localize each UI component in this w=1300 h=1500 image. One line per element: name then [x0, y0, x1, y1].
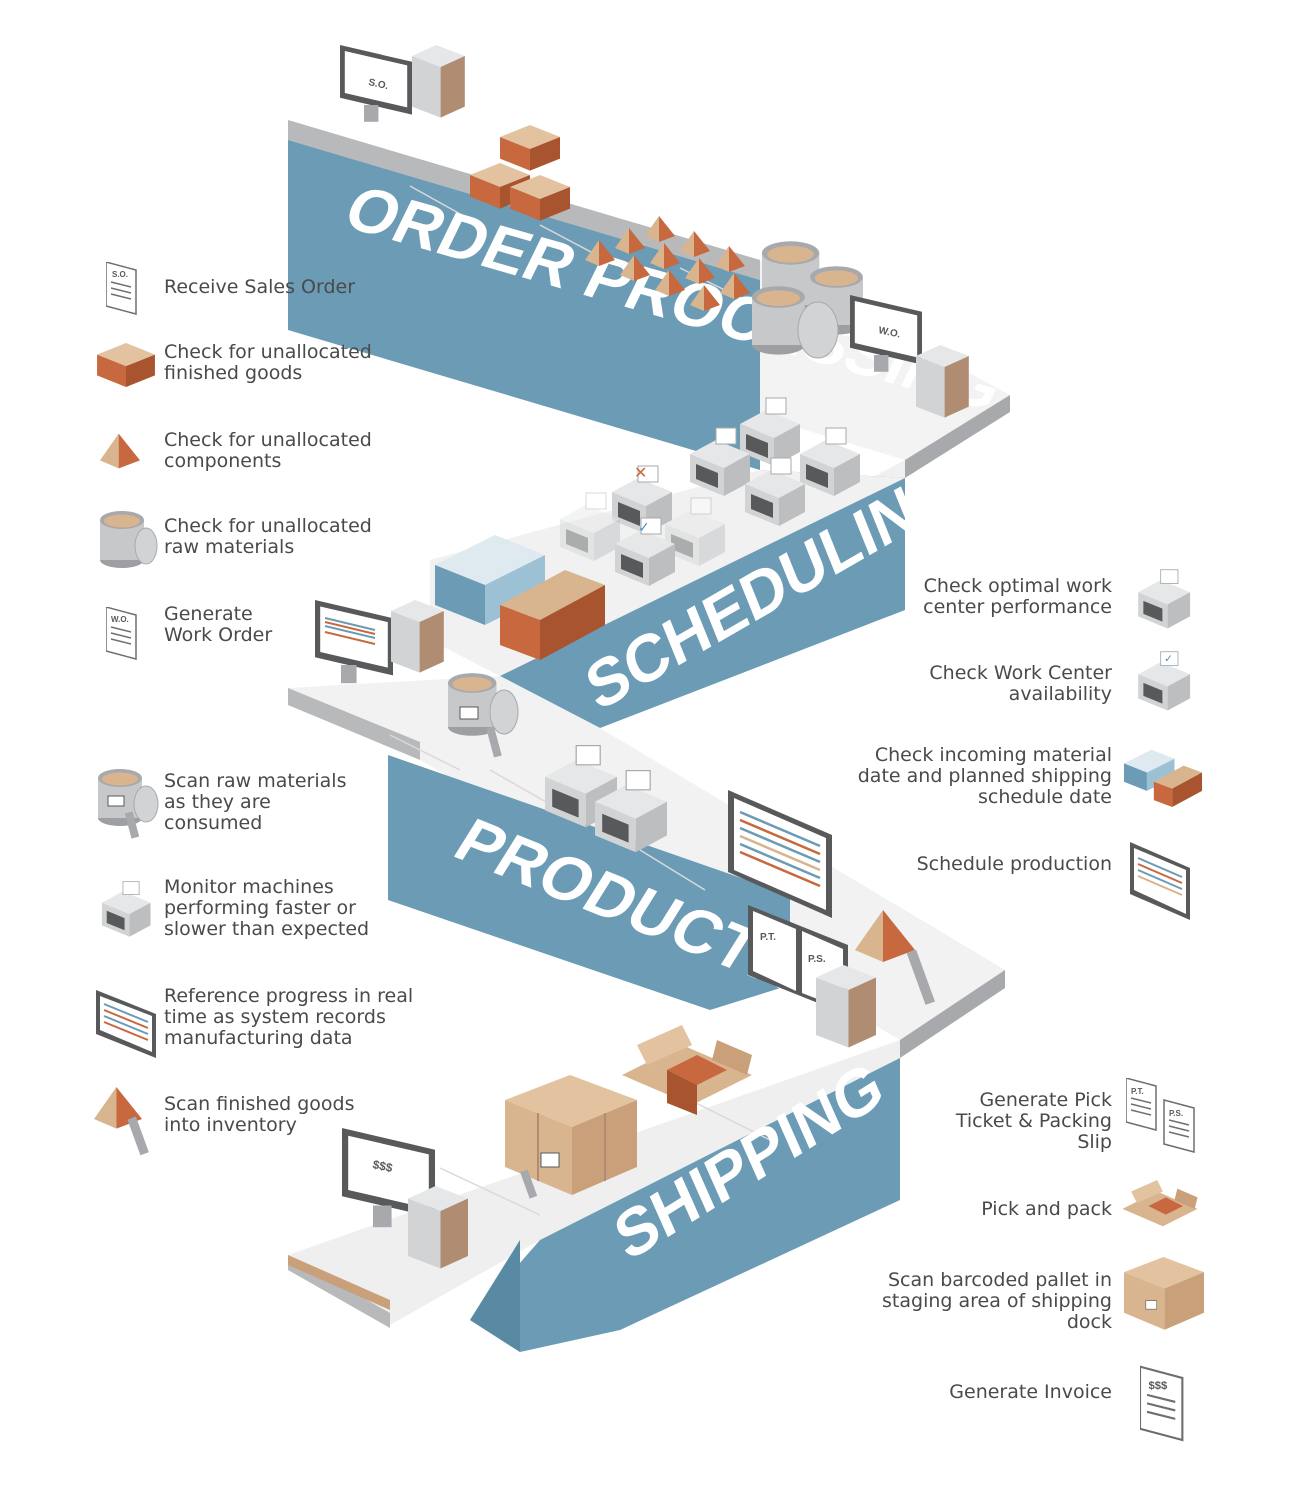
svg-text:P.T.: P.T.	[760, 932, 776, 943]
legend-label-receive-sales-order: Receive Sales Order	[164, 276, 356, 298]
svg-text:W.O.: W.O.	[877, 325, 901, 340]
svg-text:W.O.: W.O.	[111, 615, 129, 624]
svg-text:✓: ✓	[638, 519, 650, 535]
barcode-scan-drum-icon	[98, 769, 159, 839]
pick-and-pack-box	[622, 1025, 752, 1115]
shipping-arrow-head	[470, 1240, 520, 1352]
svg-text:P.T.: P.T.	[1131, 1087, 1144, 1096]
raw-material-drum-icon	[100, 511, 158, 568]
barcoded-pallet	[505, 1075, 637, 1199]
legend-label-pick-and-pack: Pick and pack	[981, 1198, 1112, 1220]
scheduling-machines: ✕ ✓	[559, 397, 861, 587]
pyramid-component-icon	[100, 433, 140, 469]
pick-ticket-packing-slip-icon: P.T. P.S.	[1126, 1078, 1195, 1153]
scheduling-band	[500, 470, 905, 728]
scan-finished-goods	[855, 910, 935, 1005]
cardboard-box-icon	[97, 343, 155, 387]
svg-text:S.O.: S.O.	[112, 270, 128, 279]
invoice-document-icon: $$$	[1140, 1365, 1184, 1442]
machine-rabbit-icon	[101, 881, 151, 938]
pallet-icon	[1124, 1257, 1204, 1330]
progress-monitor-icon	[96, 990, 156, 1058]
sales-order-computer: S.O.	[340, 45, 465, 122]
sales-order-document-icon: S.O.	[106, 262, 137, 315]
svg-text:S.O.: S.O.	[367, 77, 389, 92]
svg-text:$$$: $$$	[371, 1157, 394, 1175]
machine-thumbs-up-icon	[1137, 569, 1191, 629]
raw-material-drums	[752, 241, 863, 359]
order-processing-band	[288, 140, 760, 470]
machine-checkmark-icon: ✓	[1137, 651, 1191, 711]
svg-text:$$$: $$$	[1148, 1380, 1168, 1392]
shipping-band	[470, 1058, 900, 1352]
scan-drum	[448, 673, 519, 758]
pick-ticket-computer: P.T. P.S.	[748, 905, 876, 1048]
truck-icon	[1123, 749, 1203, 807]
svg-text:P.S.: P.S.	[808, 954, 826, 965]
work-order-document-icon: W.O.	[106, 607, 137, 660]
legend-label-generate-invoice: Generate Invoice	[949, 1381, 1112, 1403]
legend-label-schedule-production: Schedule production	[916, 853, 1112, 875]
progress-monitor	[728, 790, 832, 918]
svg-text:✓: ✓	[1164, 654, 1173, 665]
invoice-computer: $$$	[342, 1128, 468, 1269]
open-box-icon	[1122, 1180, 1198, 1227]
svg-text:P.S.: P.S.	[1169, 1109, 1183, 1118]
svg-text:✕: ✕	[634, 465, 647, 482]
scheduling-computer	[315, 600, 444, 684]
production-band	[388, 755, 790, 1010]
work-order-computer: W.O.	[850, 295, 969, 418]
delivery-trucks	[435, 535, 605, 660]
schedule-monitor-icon	[1130, 842, 1190, 920]
scan-finished-goods-icon	[94, 1087, 149, 1156]
